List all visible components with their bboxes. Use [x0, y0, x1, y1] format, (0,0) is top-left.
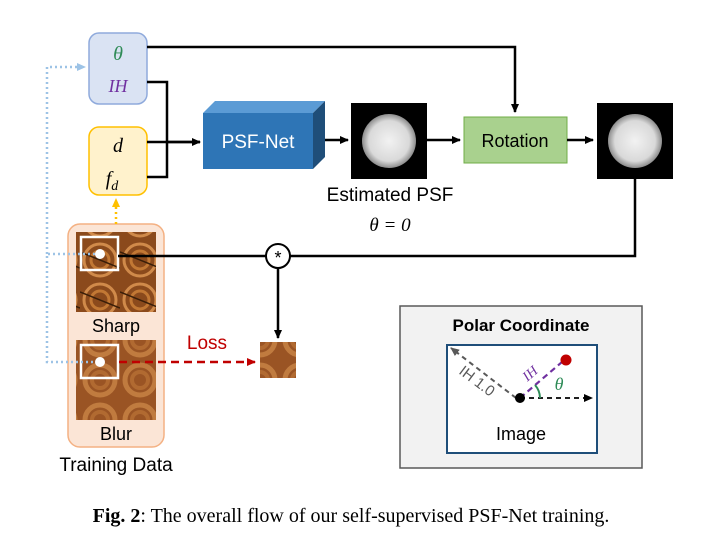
sharp-patch-dot — [95, 249, 105, 259]
psf-net-block — [203, 113, 313, 169]
fd-to-psfnet-line — [147, 142, 169, 179]
estimated-psf-theta: θ = 0 — [369, 215, 411, 236]
figure-number: Fig. 2 — [92, 505, 141, 527]
fd-label: fd — [106, 168, 120, 194]
sharp-label: Sharp — [92, 316, 140, 336]
estimated-psf-title: Estimated PSF — [327, 185, 454, 206]
blur-image — [76, 340, 156, 420]
training-data-title: Training Data — [59, 455, 173, 476]
figure-caption: Fig. 2: The overall flow of our self-sup… — [0, 505, 702, 528]
synthesized-blur-patch — [260, 342, 296, 378]
polar-coordinate-title: Polar Coordinate — [453, 316, 590, 335]
sharp-image — [76, 232, 156, 312]
theta-label: θ — [113, 43, 123, 65]
psf-net-top-face — [203, 101, 325, 113]
patch-to-theta-ih-dotted-arrow — [45, 67, 95, 364]
ih-label: IH — [108, 76, 129, 96]
rotated-psf-disk — [608, 114, 662, 168]
rotation-label: Rotation — [481, 131, 548, 151]
ih-unit-axis — [450, 347, 517, 399]
d-label: d — [113, 135, 124, 157]
loss-label: Loss — [187, 333, 227, 354]
blur-label: Blur — [100, 424, 132, 444]
psf-net-side-face — [313, 101, 325, 169]
rotation-block — [463, 116, 568, 164]
d-fd-box — [88, 126, 148, 196]
sharp-patch-box — [79, 235, 120, 272]
psf-to-convolution-line — [290, 179, 637, 258]
theta-arc — [534, 384, 541, 399]
polar-theta-label: θ — [555, 374, 564, 394]
flow-diagram: θ IH d fd PSF-Net Estimated PSF θ = 0 Ro… — [45, 32, 673, 476]
theta-to-rotation-line — [147, 45, 519, 113]
blur-patch-dot — [95, 357, 105, 367]
image-label: Image — [496, 424, 546, 444]
convolution-symbol: * — [274, 248, 281, 268]
ih-to-psfnet-line — [147, 80, 200, 144]
origin-point — [515, 393, 525, 403]
estimated-psf-disk — [362, 114, 416, 168]
figure-caption-text: : The overall flow of our self-supervise… — [140, 505, 610, 527]
target-point — [560, 354, 572, 366]
psf-net-label: PSF-Net — [222, 132, 296, 153]
